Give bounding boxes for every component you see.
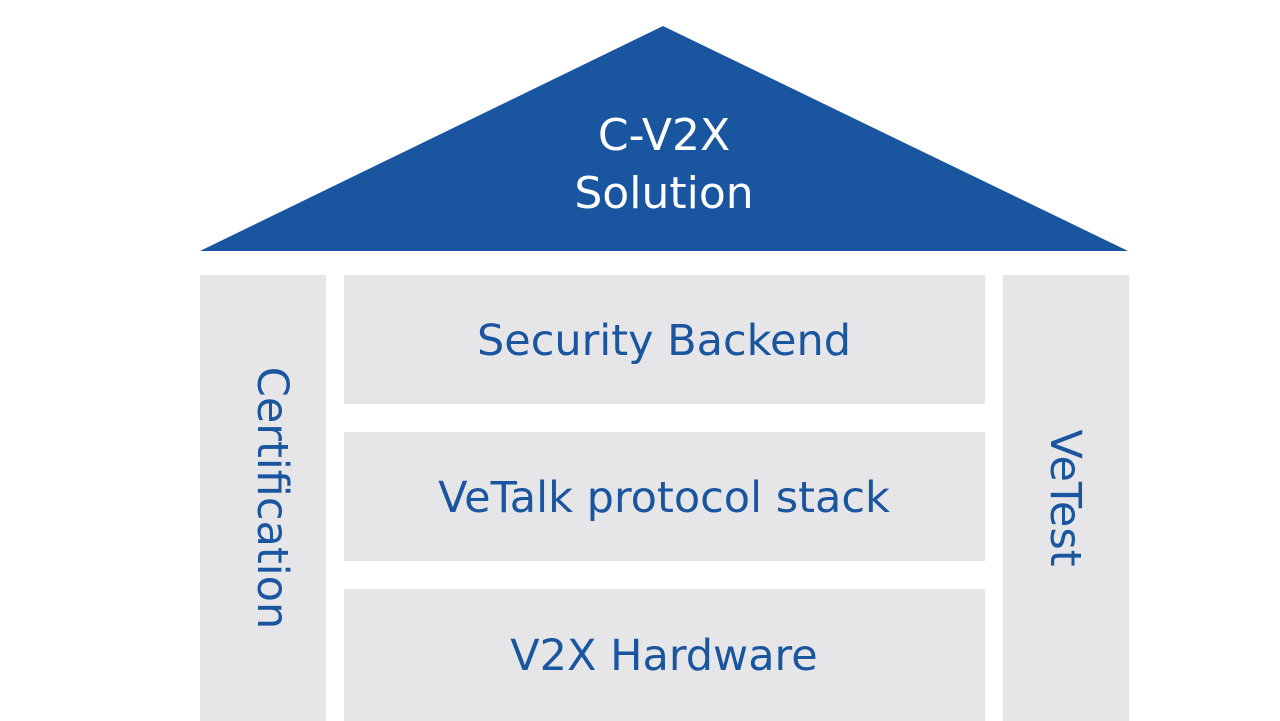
right-pillar: VeTest: [1003, 275, 1129, 721]
layer-label: VeTalk protocol stack: [438, 473, 890, 523]
layer-vetalk-protocol-stack: VeTalk protocol stack: [344, 432, 985, 561]
left-pillar-block: [200, 275, 326, 721]
roof-title-line2: Solution: [574, 168, 753, 219]
layer-v2x-hardware: V2X Hardware: [344, 589, 985, 721]
layer-block: [344, 275, 985, 404]
layer-security-backend: Security Backend: [344, 275, 985, 404]
left-pillar-label: Certification: [247, 367, 297, 629]
roof-triangle: [200, 26, 1128, 251]
layer-block: [344, 589, 985, 721]
roof: C-V2X Solution: [200, 26, 1128, 251]
layer-block: [344, 432, 985, 561]
left-pillar: Certification: [200, 275, 326, 721]
layer-label: Security Backend: [477, 316, 851, 366]
layer-label: V2X Hardware: [510, 631, 818, 681]
right-pillar-block: [1003, 275, 1129, 721]
roof-title-line1: C-V2X: [598, 110, 730, 161]
right-pillar-label: VeTest: [1040, 429, 1090, 566]
